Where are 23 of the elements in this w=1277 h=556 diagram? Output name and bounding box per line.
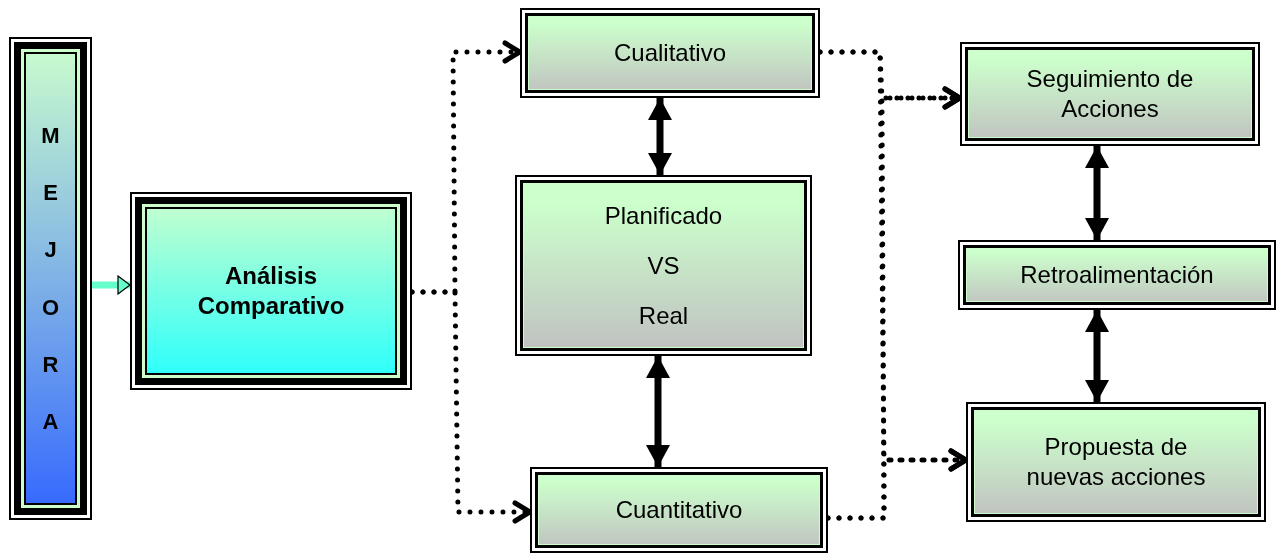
- box-label: VS: [647, 250, 680, 281]
- box-label: Cualitativo: [613, 38, 727, 68]
- process-box: [130, 192, 412, 390]
- double-arrow: [1085, 146, 1109, 240]
- box-label: Cuantitativo: [615, 495, 743, 525]
- process-box: [958, 240, 1276, 310]
- block-arrow: [92, 275, 131, 295]
- process-box: [960, 42, 1260, 146]
- process-box: [966, 402, 1266, 522]
- vertical-title-box: [9, 37, 92, 520]
- double-arrow: [648, 98, 672, 175]
- box-label: Planificado: [604, 200, 723, 231]
- box-label: Propuesta de nuevas acciones: [1025, 432, 1207, 492]
- double-arrow: [646, 356, 670, 467]
- box-label: Retroalimentación: [1020, 260, 1214, 290]
- process-box: [520, 8, 820, 98]
- process-box: [530, 467, 828, 553]
- comparison-box: [515, 175, 812, 356]
- double-arrow: [1085, 310, 1109, 402]
- box-label: Seguimiento de Acciones: [1025, 64, 1195, 124]
- box-label: Real: [638, 300, 689, 331]
- vertical-title: M E J O R A: [40, 121, 61, 436]
- box-label: Análisis Comparativo: [196, 261, 346, 321]
